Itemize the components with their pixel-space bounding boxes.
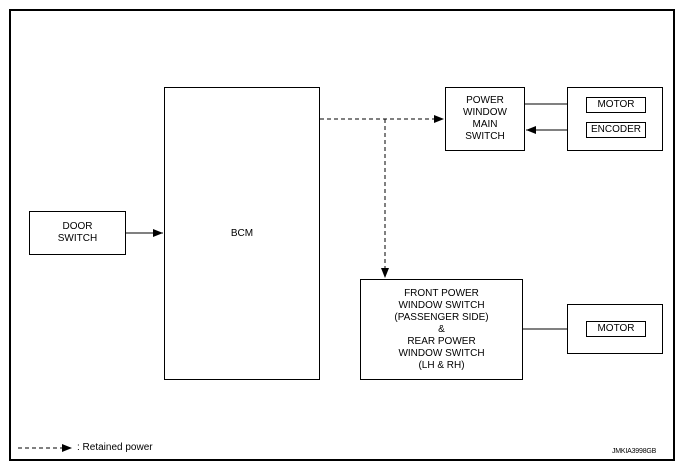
motor-encoder-assembly [567, 87, 663, 151]
front-rear-power-window-switch-block: FRONT POWER WINDOW SWITCH (PASSENGER SID… [360, 279, 523, 380]
motor-lower-block: MOTOR [586, 321, 646, 337]
motor-upper-label: MOTOR [597, 99, 635, 110]
motor-upper-block: MOTOR [586, 97, 646, 113]
door-switch-block: DOOR SWITCH [29, 211, 126, 255]
encoder-label: ENCODER [590, 124, 641, 135]
legend-retained-power: : Retained power [77, 442, 153, 453]
motor-lower-label: MOTOR [597, 323, 635, 334]
bcm-label: BCM [230, 227, 254, 239]
bcm-block: BCM [164, 87, 320, 380]
figure-code: JMKIA3998GB [612, 448, 657, 455]
door-switch-label: DOOR SWITCH [57, 221, 98, 244]
diagram-frame [9, 9, 675, 461]
encoder-block: ENCODER [586, 122, 646, 138]
power-window-main-switch-block: POWER WINDOW MAIN SWITCH [445, 87, 525, 151]
front-rear-power-window-switch-label: FRONT POWER WINDOW SWITCH (PASSENGER SID… [394, 287, 489, 371]
power-window-main-switch-label: POWER WINDOW MAIN SWITCH [463, 95, 507, 142]
